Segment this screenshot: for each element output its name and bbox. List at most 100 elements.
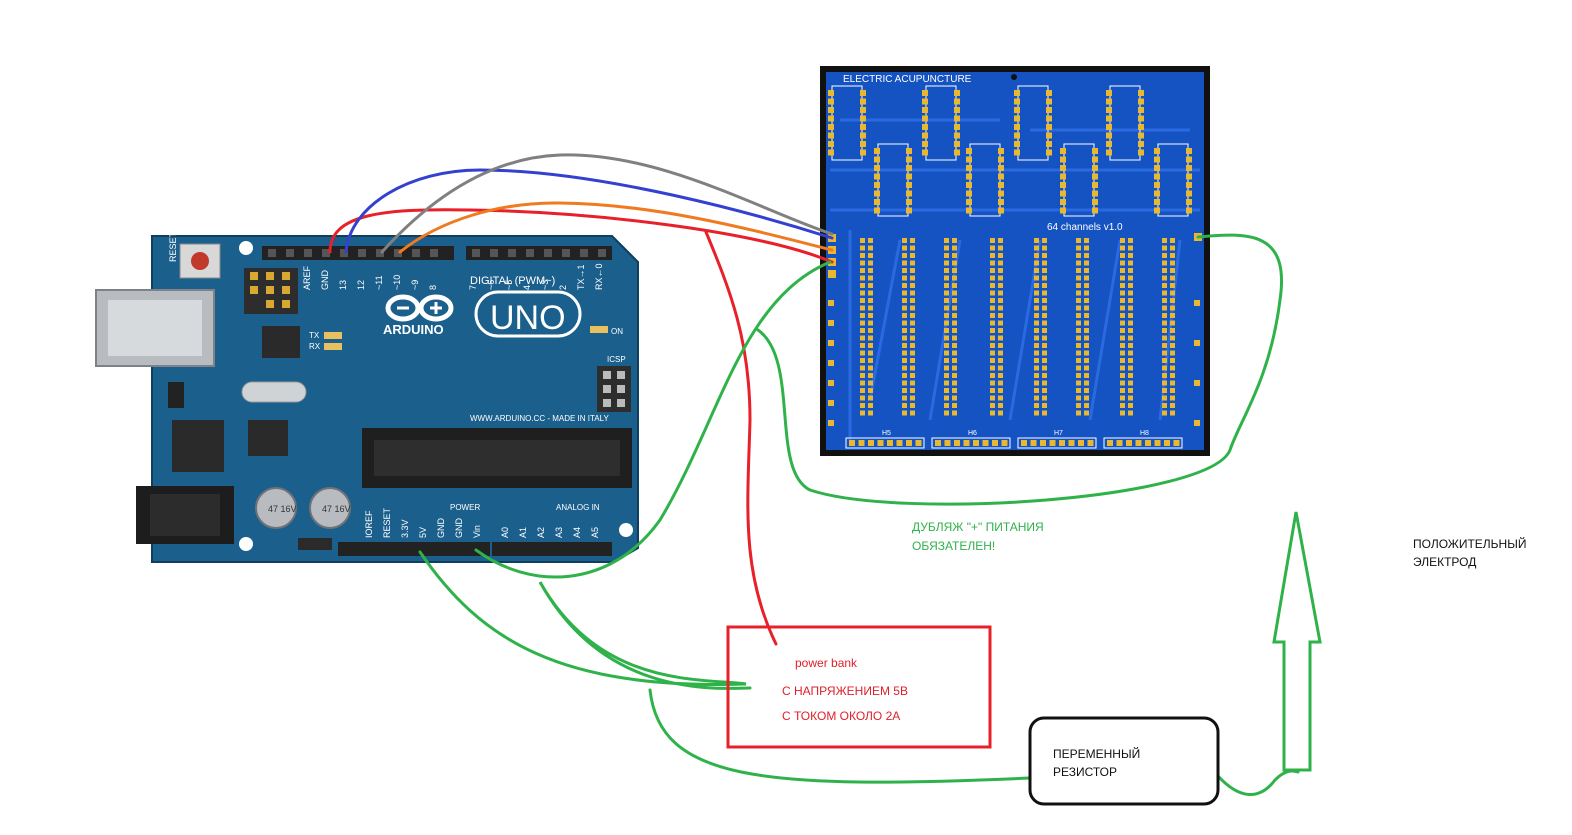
pcb-subtitle: 64 channels v1.0	[1047, 222, 1123, 233]
pcb-dip-chip	[1060, 143, 1098, 217]
variable-resistor-box	[1028, 716, 1220, 806]
diode	[298, 538, 332, 550]
usb-chip	[262, 326, 300, 358]
digital-pin-label: 4	[522, 285, 532, 290]
pcb-dip-chip	[1014, 85, 1052, 161]
pcb-pad-column	[1120, 238, 1133, 416]
resistor-label-line1: ПЕРЕМЕННЫЙ	[1053, 747, 1141, 761]
website-label: WWW.ARDUINO.CC - MADE IN ITALY	[470, 414, 609, 423]
tx-label: TX	[309, 331, 320, 340]
wire-green-duplicate	[756, 233, 1283, 506]
duplicate-note-line2: ОБЯЗАТЕЛЕН!	[912, 539, 996, 553]
powerbank-current: С ТОКОМ ОКОЛО 2А	[782, 709, 901, 723]
on-label: ON	[611, 327, 623, 336]
wire-green-5v	[418, 550, 752, 690]
wire-green-electrode	[1216, 769, 1300, 796]
mounting-hole	[239, 537, 253, 551]
acupuncture-pcb: ELECTRIC ACUPUNCTURE 64 channels v1.0 H5…	[820, 66, 1210, 456]
capacitor-2-label: 47 16V	[322, 504, 351, 514]
digital-pin-label: ~3	[540, 280, 550, 290]
digital-pin-label: GND	[320, 270, 330, 291]
reset-label: RESET	[168, 231, 178, 262]
analog-pin-label: A5	[590, 527, 600, 538]
power-pin-label: IOREF	[364, 510, 374, 538]
pcb-pad-column	[990, 238, 1003, 416]
pcb-header-label: H6	[968, 430, 977, 437]
arduino-logo-icon	[385, 294, 454, 322]
mounting-hole	[239, 241, 253, 255]
digital-pin-label: TX→1	[576, 264, 586, 290]
analog-pin-label: A2	[536, 527, 546, 538]
electrode-label-line1: ПОЛОЖИТЕЛЬНЫЙ	[1413, 537, 1527, 551]
pcb-header-label: H8	[1140, 430, 1149, 437]
digital-pin-label: 13	[338, 280, 348, 290]
power-header-label: POWER	[450, 503, 480, 512]
digital-pin-label: ~6	[486, 280, 496, 290]
on-led	[590, 326, 608, 333]
pcb-dip-chip	[966, 143, 1004, 217]
digital-pin-label: 12	[356, 280, 366, 290]
power-pin-label: 5V	[418, 527, 428, 538]
analog-pin-label: A4	[572, 527, 582, 538]
rx-led	[324, 343, 342, 350]
reset-button	[179, 243, 221, 279]
wire-red-gnd	[328, 208, 834, 264]
digital-pins	[268, 249, 606, 257]
wire-red-powerbank	[704, 230, 778, 646]
pcb-traces	[830, 118, 1200, 440]
electrolytic-capacitor-2	[309, 487, 351, 529]
analog-header-label: ANALOG IN	[556, 503, 600, 512]
duplicate-note-line1: ДУБЛЯЖ "+" ПИТАНИЯ	[912, 520, 1044, 534]
pcb-dip-chip	[1154, 143, 1192, 217]
voltage-regulator	[172, 420, 224, 472]
digital-pin-label: ~10	[392, 275, 402, 290]
pcb-pad-column	[944, 238, 957, 416]
regulator-chip	[248, 420, 288, 456]
pcb-pad-column	[1162, 238, 1175, 416]
pcb-title: ELECTRIC ACUPUNCTURE	[843, 74, 972, 85]
electrode-label-line2: ЭЛЕКТРОД	[1413, 555, 1477, 569]
wire-green-vin	[474, 260, 832, 579]
pcb-pad-column	[860, 238, 873, 416]
digital-pin-label: ~9	[410, 280, 420, 290]
electrode-arrow-icon	[1272, 511, 1322, 772]
pcb-chips	[828, 85, 1192, 217]
power-pin-label: 3.3V	[400, 519, 410, 538]
powerbank-title: power bank	[795, 656, 858, 670]
mounting-hole	[619, 523, 633, 537]
analog-pin-label: A1	[518, 527, 528, 538]
power-pin-label: GND	[436, 518, 446, 539]
pcb-pad-column	[1076, 238, 1089, 416]
digital-header-right	[466, 246, 612, 260]
digital-pin-label: 8	[428, 285, 438, 290]
digital-header-label: DIGITAL (PWM~)	[470, 275, 555, 287]
powerbank-voltage: С НАПРЯЖЕНИЕМ 5В	[782, 684, 908, 698]
pcb-dip-chip	[1106, 85, 1144, 161]
pcb-dip-chip	[828, 85, 866, 161]
uno-label: UNO	[490, 299, 566, 337]
power-bank-box	[726, 625, 992, 749]
pcb-pad-column	[902, 238, 915, 416]
tx-led	[324, 332, 342, 339]
electrolytic-capacitor-1	[255, 487, 297, 529]
wire-green-gnd-resistor	[648, 688, 1032, 784]
digital-pin-label: AREF	[302, 265, 312, 290]
pcb-bottom-headers	[845, 437, 1183, 449]
pcb-mounting-hole	[1011, 74, 1017, 80]
pcb-bottom-header	[845, 437, 925, 449]
wire-gray-11	[380, 153, 834, 254]
wires	[328, 153, 1300, 796]
pcb-bottom-header	[1103, 437, 1183, 449]
pcb-dip-chip	[874, 143, 912, 217]
power-pin-label: Vin	[472, 525, 482, 538]
pcb-pad-column	[1034, 238, 1047, 416]
uno-badge: UNO	[474, 290, 582, 338]
crystal-oscillator	[241, 381, 307, 403]
power-pin-label: RESET	[382, 507, 392, 538]
